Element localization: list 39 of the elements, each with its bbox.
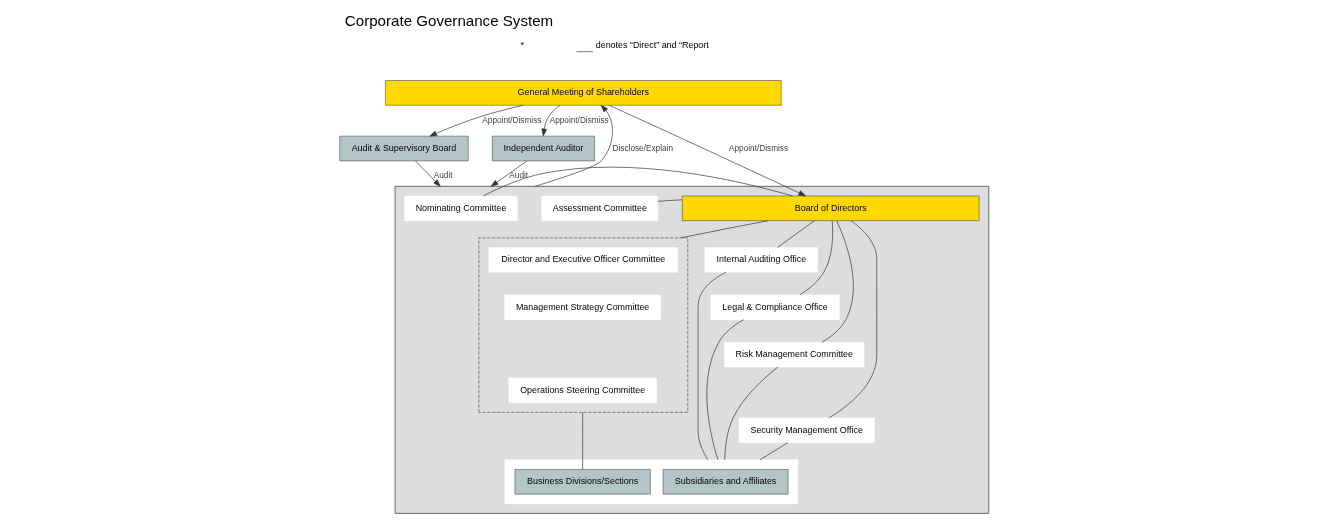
arrow [534,104,613,187]
connector [724,366,779,461]
node-box: Board of Directors [682,195,980,221]
node-box: Audit & Supervisory Board [339,135,469,162]
connector [777,220,815,248]
connector [697,271,727,461]
arrow [541,104,561,137]
node-box: Nominating Committee [404,195,518,221]
node-box: Independent Auditor [492,135,595,162]
cluster [394,185,990,514]
connector [680,220,769,239]
arrow [608,104,807,197]
cluster [478,237,689,413]
node-box: Operations Steering Committee [508,377,657,404]
node-box: Subsidiaries and Affiliates [662,469,789,495]
node-box: Management Strategy Committee [504,294,661,320]
cluster [504,459,799,505]
node-box: Legal & Compliance Office [710,294,840,320]
connector [828,220,878,419]
connector [759,442,788,461]
node-box: General Meeting of Shareholders [385,80,782,106]
node-box: Security Management Office [738,417,875,443]
connector [582,412,583,470]
legend-label: denotes “Direct” and “Report [595,39,709,50]
connector [799,220,833,296]
arrow [415,160,441,187]
node-box: Internal Auditing Office [704,247,818,273]
arrow [429,104,524,137]
arrow [490,160,528,187]
label: * [520,39,524,50]
node-box: Risk Management Committee [724,342,865,368]
connector [657,199,683,202]
node-box: Business Divisions/Sections [514,469,651,495]
node-box: Director and Executive Officer Committee [488,247,679,273]
connector [482,166,793,197]
node-box: Assessment Committee [541,195,659,221]
connector [821,220,854,343]
diagram-title: Corporate Governance System [344,11,554,29]
connector [706,319,745,461]
